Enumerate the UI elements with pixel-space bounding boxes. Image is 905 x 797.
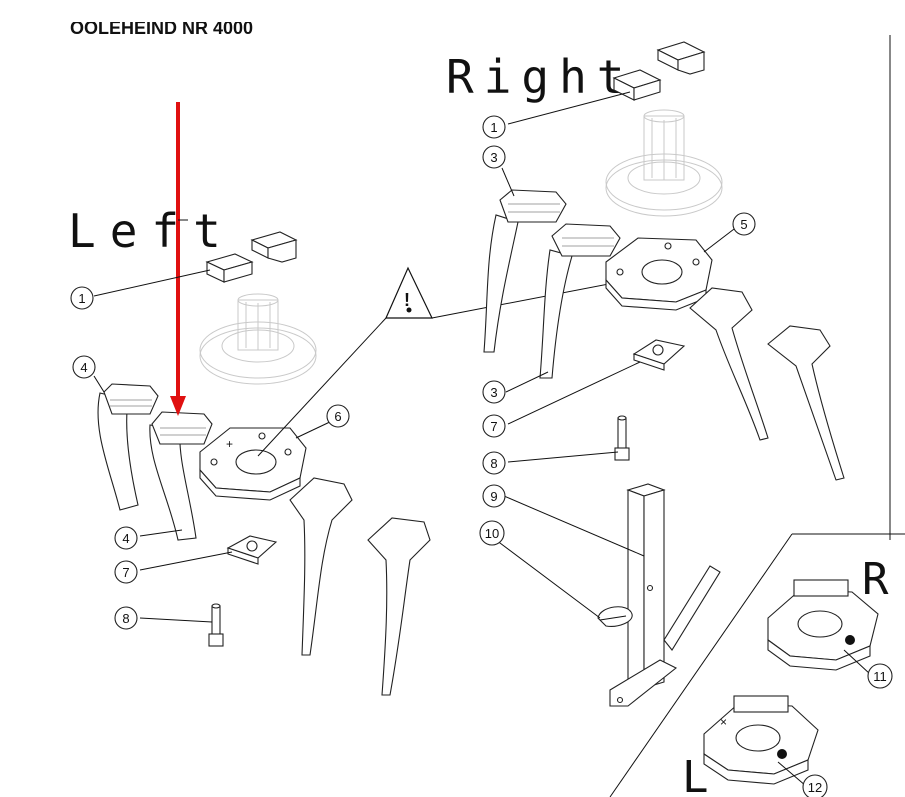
tine-4b xyxy=(149,411,213,541)
svg-text:6: 6 xyxy=(334,409,341,424)
callout-8-right: 8 xyxy=(482,451,506,475)
hub-plate-5 xyxy=(605,237,713,311)
tine-large-left-a xyxy=(289,477,353,656)
bolt-right xyxy=(614,415,630,461)
callout-3-top: 3 xyxy=(482,145,506,169)
assembly-11 xyxy=(767,579,879,671)
callout-9: 9 xyxy=(482,484,506,508)
label-left: Left xyxy=(68,204,235,258)
stand-9 xyxy=(609,483,721,707)
callout-4-top: 4 xyxy=(72,355,96,379)
callout-3-bottom: 3 xyxy=(482,380,506,404)
svg-text:1: 1 xyxy=(490,120,497,135)
bearing-cap-left xyxy=(226,535,278,565)
tine-3b xyxy=(539,223,621,379)
red-warning-arrow xyxy=(170,102,186,416)
assembly-12: × xyxy=(703,695,819,785)
svg-text:12: 12 xyxy=(808,780,822,795)
svg-text:5: 5 xyxy=(740,217,747,232)
tine-large-right-b xyxy=(767,325,845,481)
bearing-cap-right xyxy=(632,339,686,371)
clamp-block-left-a xyxy=(205,253,254,283)
callout-5: 5 xyxy=(732,212,756,236)
label-right: Right xyxy=(446,50,634,104)
label-inset-right: R xyxy=(862,554,889,605)
svg-text:9: 9 xyxy=(490,489,497,504)
bolt-left xyxy=(208,603,224,647)
svg-text:×: × xyxy=(720,715,727,729)
svg-text:11: 11 xyxy=(873,669,887,684)
callout-7-left: 7 xyxy=(114,560,138,584)
svg-text:7: 7 xyxy=(490,419,497,434)
svg-text:7: 7 xyxy=(122,565,129,580)
callout-6: 6 xyxy=(326,404,350,428)
clamp-block-left-b xyxy=(250,231,298,263)
hub-plate-6: + xyxy=(199,427,307,501)
callout-4-bottom: 4 xyxy=(114,526,138,550)
ghost-hub-right xyxy=(605,109,723,217)
callout-12: 12 xyxy=(802,774,828,797)
svg-text:8: 8 xyxy=(122,611,129,626)
svg-text:10: 10 xyxy=(485,526,499,541)
tine-large-left-b xyxy=(367,517,431,696)
header-text: OOLEHEIND NR 4000 xyxy=(70,18,253,38)
callout-7-right: 7 xyxy=(482,414,506,438)
warning-mark: ! xyxy=(404,290,410,310)
callout-11: 11 xyxy=(867,663,893,689)
warning-triangle: ! xyxy=(385,266,433,319)
inset-panel xyxy=(609,533,905,797)
svg-text:1: 1 xyxy=(78,291,85,306)
callout-1-left: 1 xyxy=(70,286,94,310)
tine-large-right-a xyxy=(689,287,769,441)
ghost-hub-left xyxy=(199,293,317,385)
svg-text:4: 4 xyxy=(122,531,129,546)
svg-text:4: 4 xyxy=(80,360,87,375)
tine-3a xyxy=(483,189,567,353)
svg-text:+: + xyxy=(226,437,233,451)
clamp-block-right-a xyxy=(612,69,662,101)
callout-8-left: 8 xyxy=(114,606,138,630)
linch-pin-10 xyxy=(597,606,633,627)
svg-text:8: 8 xyxy=(490,456,497,471)
clamp-block-right-b xyxy=(656,41,706,75)
callout-10: 10 xyxy=(479,520,505,546)
tine-4a xyxy=(97,383,159,511)
callout-1-right: 1 xyxy=(482,115,506,139)
svg-text:3: 3 xyxy=(490,150,497,165)
svg-text:3: 3 xyxy=(490,385,497,400)
